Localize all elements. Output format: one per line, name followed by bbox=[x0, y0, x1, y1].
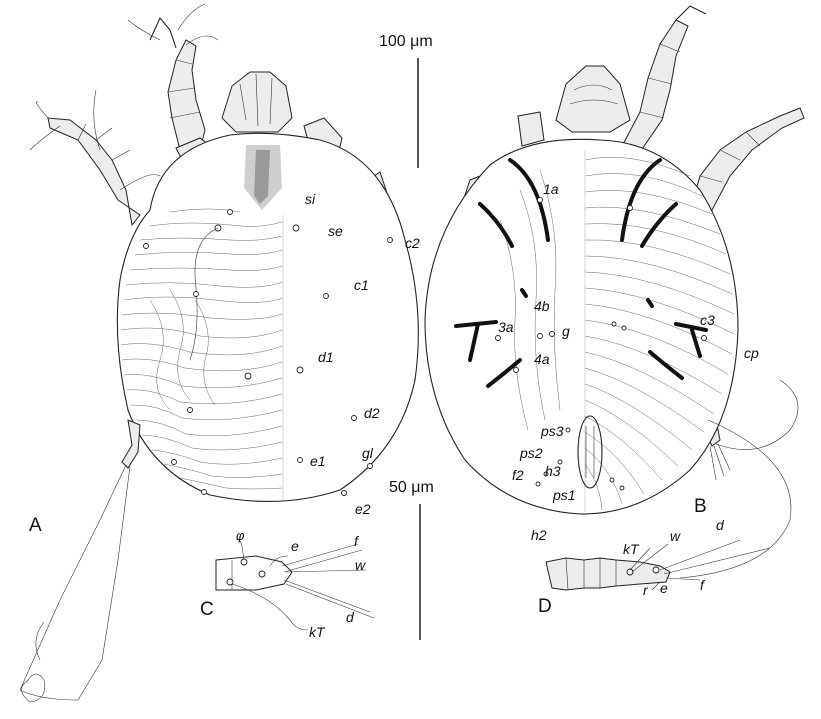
dorsal-leg-II-left bbox=[29, 89, 161, 227]
ventral-view-panel bbox=[424, 5, 805, 579]
label-f2: f2 bbox=[512, 467, 524, 483]
label-h2: h2 bbox=[531, 527, 547, 543]
label-D-r: r bbox=[643, 582, 649, 598]
label-D-kT: kT bbox=[623, 541, 640, 557]
label-se: se bbox=[328, 223, 343, 239]
dorsal-leg-IV bbox=[19, 419, 141, 703]
anal-opening bbox=[577, 415, 603, 489]
label-gl: gl bbox=[362, 445, 374, 461]
label-C-e: e bbox=[291, 538, 299, 554]
panel-letter-B: B bbox=[694, 496, 707, 517]
label-d1: d1 bbox=[318, 349, 334, 365]
panel-letter-D: D bbox=[538, 596, 552, 617]
label-4b: 4b bbox=[534, 298, 550, 314]
dorsal-setae-labels: si se c2 c1 d1 d2 e1 gl e2 bbox=[305, 191, 420, 517]
label-D-w: w bbox=[670, 528, 681, 544]
label-e2: e2 bbox=[355, 501, 371, 517]
label-D-f: f bbox=[700, 577, 706, 593]
label-cp: cp bbox=[744, 345, 759, 361]
label-ps1: ps1 bbox=[552, 487, 576, 503]
ventral-cuticle-striation bbox=[499, 156, 735, 511]
label-C-f: f bbox=[354, 533, 360, 549]
label-g: g bbox=[562, 323, 570, 339]
ventral-setae-sockets bbox=[495, 197, 707, 491]
dorsal-leg-I-left bbox=[127, 3, 219, 151]
label-e1: e1 bbox=[310, 453, 326, 469]
ventral-leg-I bbox=[619, 5, 707, 153]
label-3a: 3a bbox=[498, 319, 514, 335]
dorsal-setae-sockets bbox=[143, 209, 393, 496]
label-si: si bbox=[305, 191, 316, 207]
apodemes bbox=[454, 158, 708, 388]
label-c1: c1 bbox=[354, 277, 369, 293]
panel-letter-C: C bbox=[200, 599, 214, 620]
label-4a: 4a bbox=[534, 351, 550, 367]
tarsus-detail-C: φ e f w kT d bbox=[215, 528, 375, 640]
scale-bar-100: 100 μm bbox=[379, 33, 433, 168]
panel-letter-A: A bbox=[29, 515, 42, 536]
ventral-setae-labels: 1a 4b 3a g 4a c3 cp ps3 ps2 h3 f2 ps1 h2 bbox=[498, 181, 759, 543]
label-C-w: w bbox=[355, 557, 366, 573]
scale-bar-50: 50 μm bbox=[389, 479, 434, 640]
label-ps2: ps2 bbox=[519, 445, 543, 461]
label-D-e: e bbox=[660, 580, 668, 596]
label-h3: h3 bbox=[545, 463, 561, 479]
gnathosoma-dorsal bbox=[221, 71, 293, 133]
label-1a: 1a bbox=[543, 181, 559, 197]
label-c2: c2 bbox=[405, 235, 420, 251]
label-C-kT: kT bbox=[309, 624, 326, 640]
label-ps3: ps3 bbox=[540, 423, 564, 439]
scale-bar-100-label: 100 μm bbox=[379, 33, 433, 50]
gnathosoma-ventral bbox=[555, 65, 631, 133]
ventral-leg-II bbox=[689, 107, 805, 211]
scale-bar-50-label: 50 μm bbox=[389, 479, 434, 496]
cuticle-striation bbox=[120, 208, 283, 490]
label-D-d: d bbox=[716, 517, 725, 533]
label-C-d: d bbox=[346, 609, 355, 625]
tarsus-detail-D: kT w d r e f bbox=[545, 517, 771, 598]
label-c3: c3 bbox=[700, 312, 715, 328]
label-d2: d2 bbox=[364, 405, 380, 421]
label-C-phi: φ bbox=[236, 528, 245, 543]
dorsal-view-panel bbox=[19, 3, 419, 703]
